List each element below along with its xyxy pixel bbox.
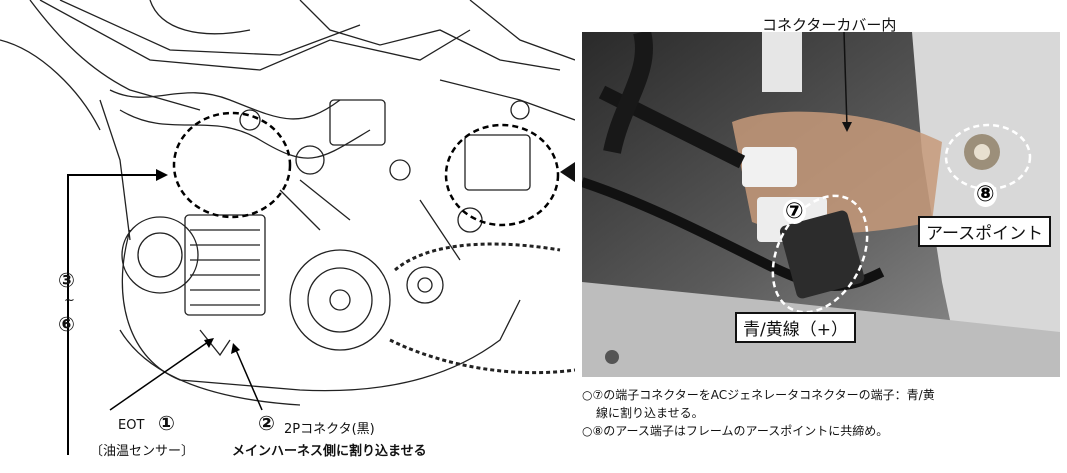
number-8-label: ⑧ bbox=[974, 182, 997, 207]
callout-2-label: 2Pコネクタ(黒) bbox=[284, 422, 375, 437]
callout-2-number: ② bbox=[258, 411, 275, 435]
cover-label: コネクターカバー内 bbox=[762, 16, 897, 34]
engine-diagram bbox=[0, 0, 575, 455]
note-line-2: ○⑧のアース端子はフレームのアースポイントに共締め。 bbox=[582, 424, 889, 438]
callout-1-sublabel: 〔油温センサー〕 bbox=[90, 444, 195, 459]
note-line-1a: ○⑦の端子コネクターをACジェネレータコネクターの端子：青/黄 bbox=[582, 388, 935, 402]
number-7-label: ⑦ bbox=[783, 199, 806, 224]
wire-color-label: 青/黄線（+） bbox=[735, 312, 856, 343]
earth-point-label: アースポイント bbox=[918, 216, 1052, 247]
note-line-1b: 線に割り込ませる。 bbox=[596, 406, 704, 420]
step-tilde: ~ bbox=[64, 293, 75, 308]
step-start-label: ③ bbox=[58, 268, 75, 292]
callout-1-number: ① bbox=[158, 411, 175, 435]
callout-1-label: EOT bbox=[118, 418, 145, 433]
step-end-label: ⑥ bbox=[58, 312, 75, 336]
callout-2-sublabel: メインハーネス側に割り込ませる bbox=[232, 444, 427, 459]
